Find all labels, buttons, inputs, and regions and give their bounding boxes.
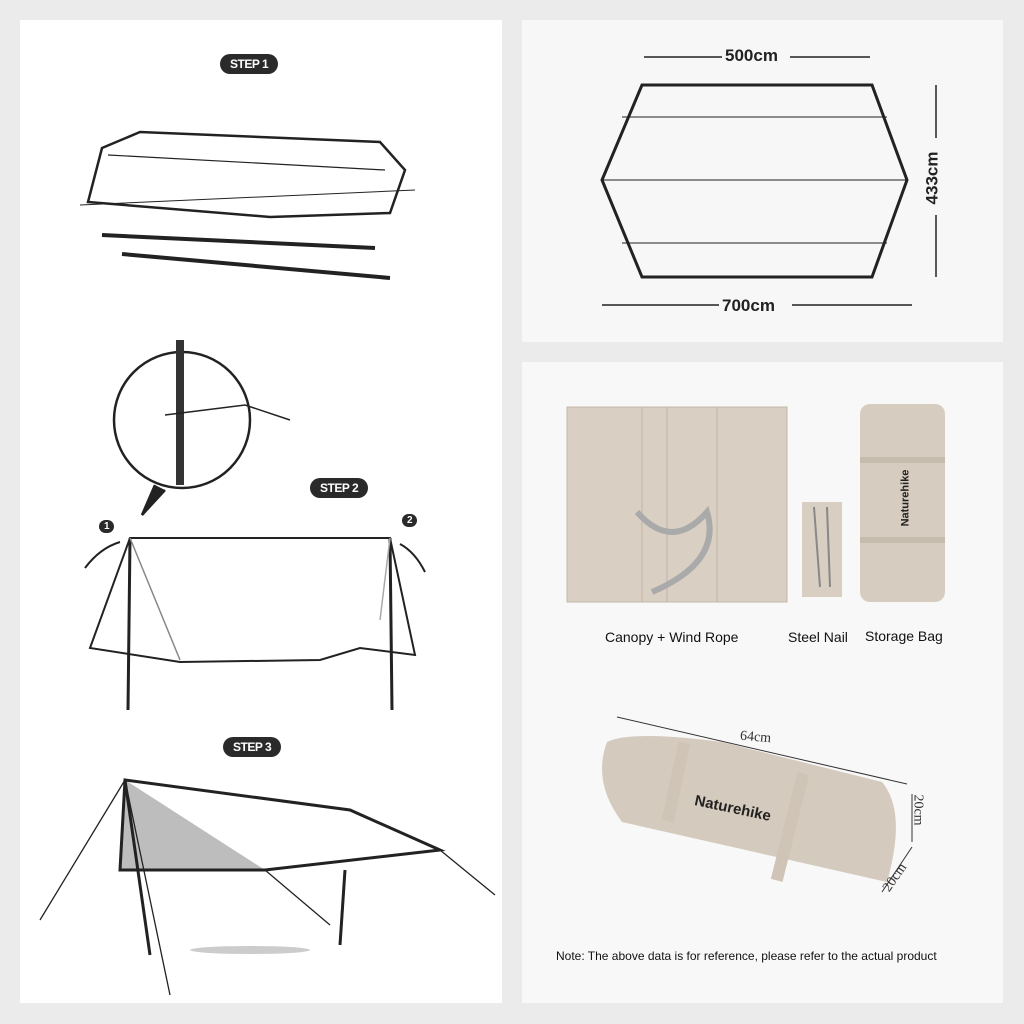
step-1-badge: STEP 1 [220,54,279,74]
hexagon-tarp-diagram [600,56,937,306]
storage-bag-image [860,404,945,602]
folded-tarp-drawing [86,130,407,219]
bag-brand-logo: Naturehike [899,469,912,527]
top-width-label: 500cm [725,46,778,65]
steel-nail-label: Steel Nail [788,629,848,645]
steel-nail-image [802,502,842,597]
canopy-image [566,406,788,603]
step-2-badge: STEP 2 [310,478,369,498]
raised-tarp-drawing [88,537,417,664]
dimensions-panel: 500cm 700cm 433cm [522,20,1003,342]
pitched-tarp-drawing [118,778,446,872]
pole-1 [101,233,376,250]
setup-steps-panel: STEP 1 STEP 2 STEP 3 1 2 [20,20,502,1003]
depth-label: 433cm [922,151,942,205]
storage-bag-label: Storage Bag [865,628,943,644]
packed-length-label: 64cm [739,728,772,747]
step-3-badge: STEP 3 [223,737,282,757]
corner-marker-1: 1 [99,520,115,533]
setup-illustrations [39,130,496,996]
product-photos [566,404,945,893]
packed-height-label: 20cm [910,794,926,826]
bottom-width-label: 700cm [722,296,775,315]
disclaimer-note: Note: The above data is for reference, p… [556,949,937,963]
pole-2 [121,252,391,280]
package-contents-panel: Canopy + Wind Rope Steel Nail Storage Ba… [522,362,1003,1003]
corner-marker-2: 2 [402,514,418,527]
canopy-label: Canopy + Wind Rope [605,629,739,645]
